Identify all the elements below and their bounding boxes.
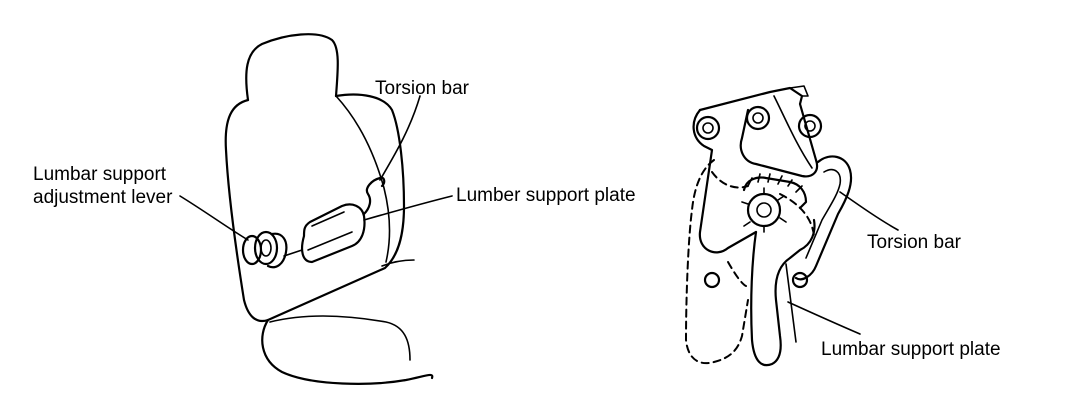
seat-headrest [245, 33, 339, 102]
leader-lumbar-lever [179, 195, 249, 241]
label-lumbar-support-plate: Lumbar support plate [821, 339, 1001, 360]
gear-sector-part [741, 173, 808, 233]
seat-rail [381, 259, 415, 267]
label-lumbar-lever-line2: adjustment lever [33, 187, 173, 208]
seat-back [224, 93, 406, 323]
lumbar-mechanism-illustration [684, 85, 899, 367]
car-seat-illustration [179, 33, 453, 385]
lower-hole-1 [703, 271, 721, 289]
lumbar-adjustment-lever-part [241, 230, 303, 269]
lumber-support-plate-part [301, 203, 366, 264]
label-torsion-bar-right: Torsion bar [867, 232, 962, 253]
label-torsion-bar-left: Torsion bar [375, 78, 470, 99]
lower-hole-2 [791, 271, 809, 289]
seat-cushion [261, 318, 434, 385]
leader-lumber-plate [363, 195, 453, 221]
bolt-hole-2 [745, 105, 771, 131]
mechanism-dashed-outline [684, 159, 749, 365]
leader-torsion-bar-right [839, 191, 899, 231]
lumbar-plate-part [750, 218, 816, 367]
mechanism-back-plate [692, 108, 758, 254]
mechanism-top-bracket [698, 86, 819, 178]
label-lumbar-lever-line1: Lumbar support [33, 164, 167, 185]
leader-torsion-bar-left [379, 95, 421, 181]
seat-cushion-top [269, 315, 411, 361]
bolt-hole-3 [797, 113, 823, 139]
torsion-bar-part [362, 176, 386, 216]
label-lumber-support-plate: Lumber support plate [456, 185, 636, 206]
leader-lumbar-plate-right [787, 301, 861, 335]
seat-back-side [335, 95, 391, 263]
bolt-hole-1 [695, 115, 721, 141]
